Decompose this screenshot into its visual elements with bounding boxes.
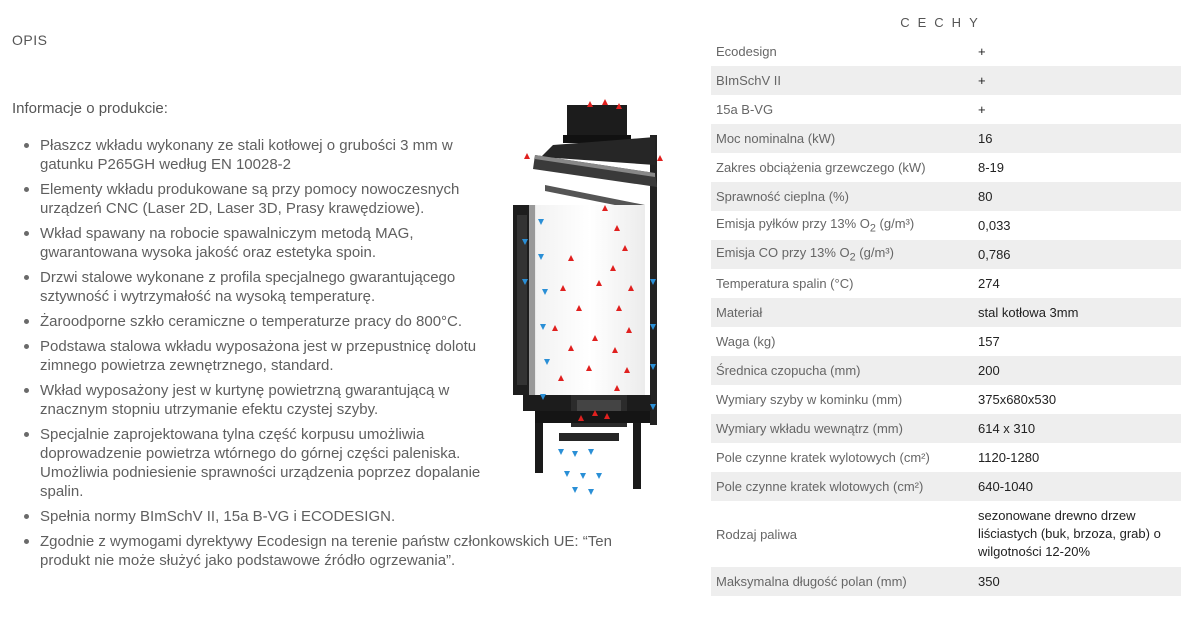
spec-value: 375x680x530 [978, 392, 1057, 407]
spec-label: 15a B-VG [716, 102, 774, 117]
spec-value: 1120-1280 [978, 450, 1040, 465]
spec-value: 274 [978, 276, 1000, 291]
spec-label: Zakres obciążenia grzewczego (kW) [716, 160, 926, 175]
spec-label: Emisja pyłków przy 13% O2 (g/m³) [711, 211, 968, 240]
table-row: 15a B-VG + [711, 95, 1181, 124]
spec-label: Temperatura spalin (°C) [716, 276, 854, 291]
spec-label-subscript: 2 [849, 251, 856, 264]
spec-label: Pole czynne kratek wlotowych (cm²) [711, 472, 968, 501]
spec-value: 200 [968, 356, 1181, 385]
spec-label-text: Emisja CO przy 13% O [716, 245, 850, 261]
spec-label: Maksymalna długość polan (mm) [711, 567, 968, 596]
spec-label: Wymiary szyby w kominku (mm) [716, 392, 903, 407]
spec-value: 0,786 [968, 240, 1181, 269]
spec-value: 350 [968, 567, 1181, 596]
spec-label: Moc nominalna (kW) [711, 124, 968, 153]
spec-value: 8-19 [978, 160, 1005, 175]
spec-value: 80 [968, 182, 1181, 211]
feature-item: Specjalnie zaprojektowana tylna część ko… [22, 425, 495, 501]
fireplace-airflow-diagram-icon [513, 99, 663, 495]
feature-list: Płaszcz wkładu wykonany ze stali kotłowe… [22, 136, 622, 576]
spec-label-text: Emisja pyłków przy 13% O [716, 216, 870, 232]
feature-item: Żaroodporne szkło ceramiczne o temperatu… [22, 312, 495, 331]
spec-label: BImSchV II [711, 66, 968, 95]
feature-item: Podstawa stalowa wkładu wyposażona jest … [22, 337, 495, 375]
feature-item: Wkład spawany na robocie spawalniczym me… [22, 224, 495, 262]
table-row: Pole czynne kratek wlotowych (cm²)640-10… [711, 472, 1181, 501]
spec-label: Materiał [711, 298, 968, 327]
specs-table: Ecodesign+ BImSchV II+ 15a B-VG+ Moc nom… [711, 37, 1181, 596]
table-row: Sprawność cieplna (%)80 [711, 182, 1181, 211]
spec-value: + [968, 66, 1181, 95]
feature-item: Zgodnie z wymogami dyrektywy Ecodesign n… [22, 532, 622, 570]
product-info-heading: Informacje o produkcie: [12, 100, 168, 117]
feature-item: Wkład wyposażony jest w kurtynę powietrz… [22, 381, 495, 419]
table-row: Temperatura spalin (°C) 274 [711, 269, 1181, 298]
spec-label: Ecodesign [716, 44, 777, 59]
table-row: Waga (kg) 157 [711, 327, 1181, 356]
spec-value: + [978, 44, 986, 59]
spec-label: Średnica czopucha (mm) [711, 356, 968, 385]
spec-value: 157 [978, 334, 1000, 349]
table-row: Emisja pyłków przy 13% O2 (g/m³) 0,033 [711, 211, 1181, 240]
spec-value: 16 [968, 124, 1181, 153]
spec-label-unit: (g/m³) [855, 245, 894, 261]
table-row: Średnica czopucha (mm)200 [711, 356, 1181, 385]
feature-item: Spełnia normy BImSchV II, 15a B-VG i ECO… [22, 507, 622, 526]
spec-value: sezonowane drewno drzew liściastych (buk… [978, 508, 1161, 559]
table-row: Moc nominalna (kW)16 [711, 124, 1181, 153]
feature-item: Płaszcz wkładu wykonany ze stali kotłowe… [22, 136, 495, 174]
spec-label-unit: (g/m³) [875, 216, 915, 232]
spec-value: + [978, 102, 986, 117]
spec-value: 614 x 310 [968, 414, 1181, 443]
spec-label-subscript: 2 [869, 222, 876, 235]
description-panel: OPIS Informacje o produkcie: Płaszcz wkł… [12, 32, 663, 576]
spec-label: Sprawność cieplna (%) [711, 182, 968, 211]
spec-value: 640-1040 [968, 472, 1181, 501]
spec-label: Emisja CO przy 13% O2 (g/m³) [711, 240, 968, 269]
feature-item: Elementy wkładu produkowane są przy pomo… [22, 180, 495, 218]
table-row: Emisja CO przy 13% O2 (g/m³)0,786 [711, 240, 1181, 269]
spec-label: Pole czynne kratek wylotowych (cm²) [716, 450, 930, 465]
spec-label: Waga (kg) [716, 334, 776, 349]
spec-label: Rodzaj paliwa [716, 526, 797, 542]
specs-title: CECHY [900, 15, 986, 30]
table-row: Maksymalna długość polan (mm)350 [711, 567, 1181, 596]
spec-value: 0,033 [978, 218, 1011, 233]
table-row: Ecodesign + [711, 37, 1181, 66]
table-row: Pole czynne kratek wylotowych (cm²) 1120-… [711, 443, 1181, 472]
spec-label: Wymiary wkładu wewnątrz (mm) [711, 414, 968, 443]
opis-title: OPIS [12, 32, 48, 48]
specs-panel: CECHY Ecodesign+ BImSchV II+ 15a B-VG+ M… [708, 0, 1186, 631]
feature-item: Drzwi stalowe wykonane z profila specjal… [22, 268, 495, 306]
spec-value: stal kotłowa 3mm [968, 298, 1181, 327]
table-row: Wymiary szyby w kominku (mm) 375x680x530 [711, 385, 1181, 414]
table-row: Wymiary wkładu wewnątrz (mm)614 x 310 [711, 414, 1181, 443]
table-row: Rodzaj paliwa sezonowane drewno drzew liś… [711, 501, 1181, 567]
table-row: Zakres obciążenia grzewczego (kW) 8-19 [711, 153, 1181, 182]
table-row: BImSchV II+ [711, 66, 1181, 95]
